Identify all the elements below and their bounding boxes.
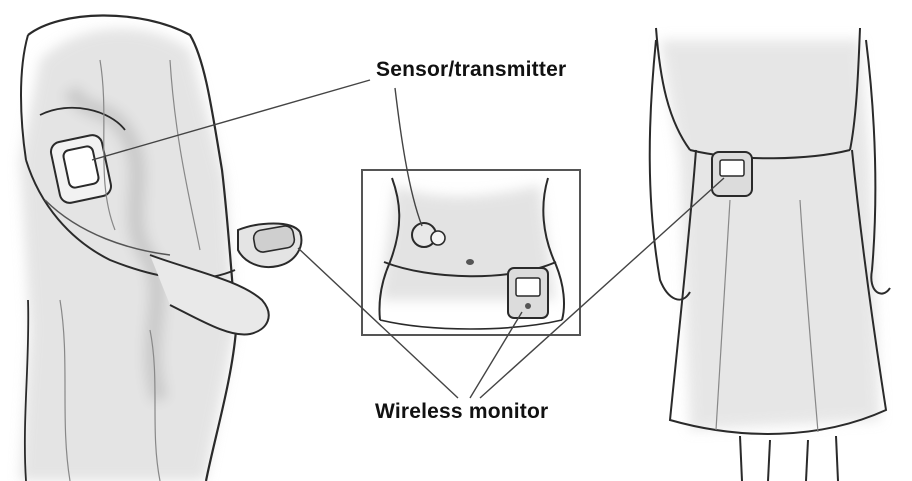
inset-abdomen <box>362 170 580 335</box>
wireless-monitor-label: Wireless monitor <box>375 400 548 424</box>
sensor-transmitter-label: Sensor/transmitter <box>376 58 566 82</box>
